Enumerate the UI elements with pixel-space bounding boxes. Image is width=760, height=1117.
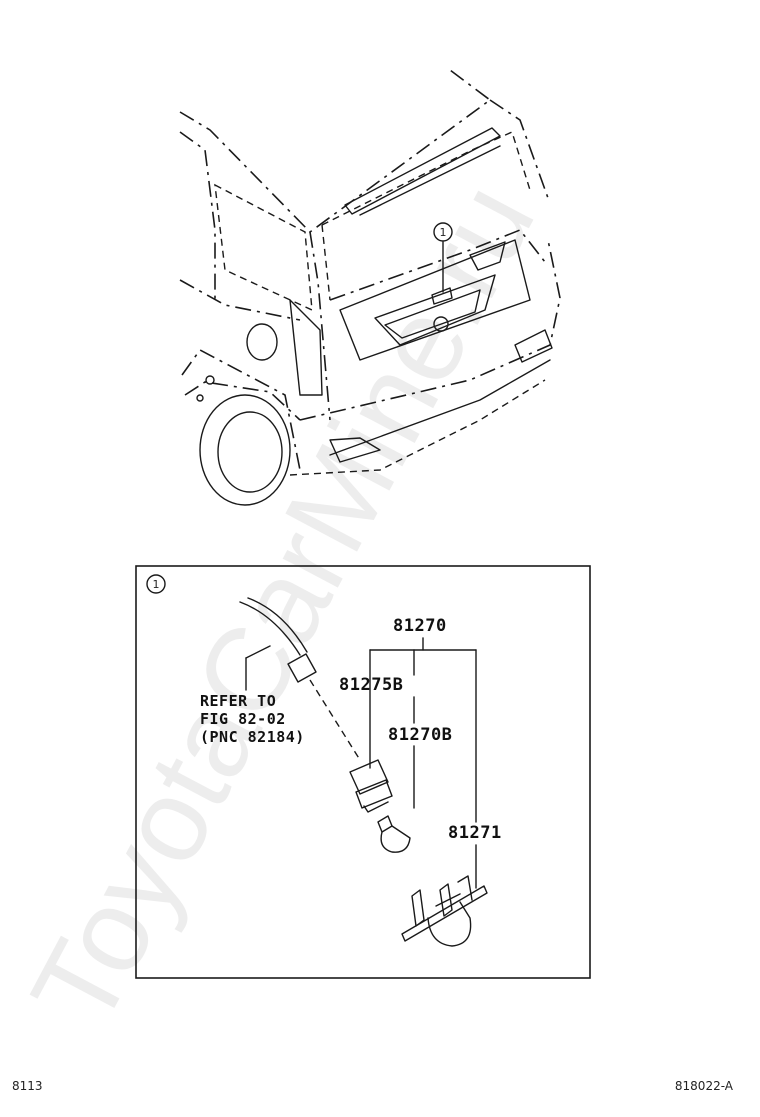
watermark: ToyotaCarMine.ru [6,163,560,1047]
detail-marker-circle [146,574,166,594]
bulb-socket [349,759,393,813]
vehicle-rear-illustration [179,69,561,506]
reference-line-2: FIG 82-02 [200,710,286,728]
leader-lines [245,637,477,889]
part-number-assembly: 81270 [393,616,447,636]
reference-line-1: REFER TO [200,692,276,710]
wire-harness [239,597,361,761]
detail-marker-label: 1 [153,578,160,591]
footer-left-code: 8113 [12,1079,43,1093]
lamp-lens-housing [401,875,488,947]
part-number-bulb: 81270B [388,725,452,745]
callout-marker-vehicle: 1 [440,226,447,239]
detail-frame [135,565,591,979]
reference-line-3: (PNC 82184) [200,728,305,746]
wedge-bulb [377,815,411,853]
part-number-lens: 81271 [448,823,502,843]
part-number-socket: 81275B [339,675,403,695]
footer-right-code: 818022-A [675,1079,734,1093]
